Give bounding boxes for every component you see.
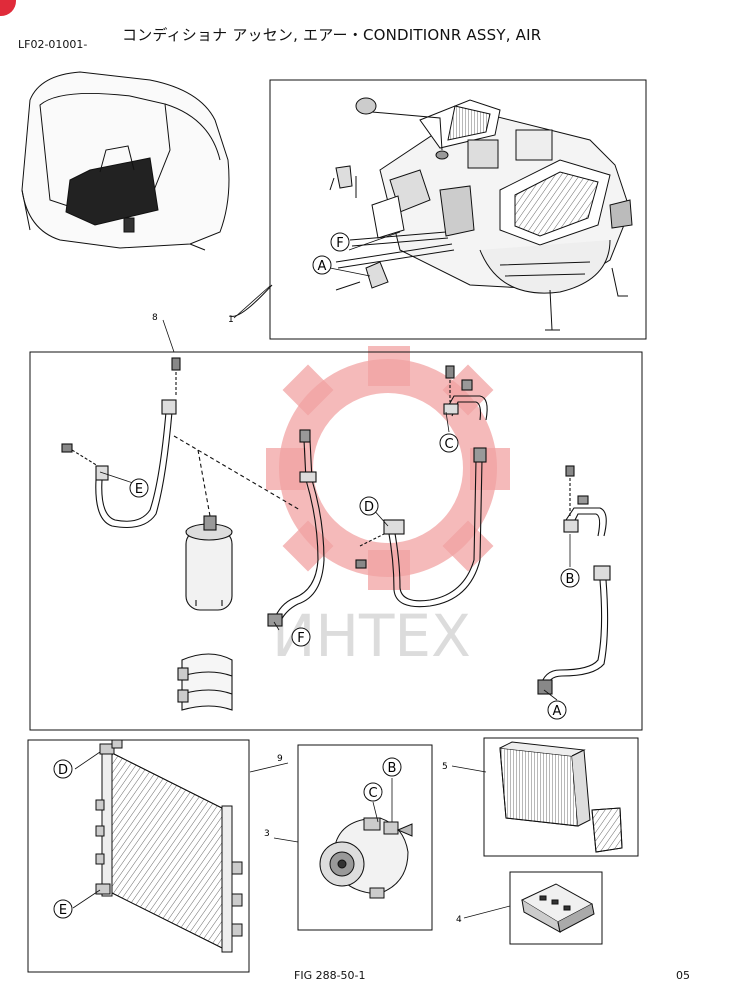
- marker-f-hose: F: [291, 627, 311, 647]
- marker-a-top: A: [312, 255, 332, 275]
- marker-d-hose: D: [359, 496, 379, 516]
- ac-control-unit: [520, 883, 595, 933]
- control-panel-box: [509, 871, 603, 945]
- connection-markers: F A E C D B F A D E B C: [53, 232, 580, 919]
- page-number: 05: [676, 969, 690, 982]
- drier-bracket: [177, 653, 233, 711]
- evaporator-core-panel: [483, 737, 639, 857]
- svg-text:A: A: [318, 259, 327, 274]
- pipe-c: [445, 395, 488, 421]
- page-title: コンディショナ アッセン, エアー・CONDITIONR ASSY, AIR: [122, 26, 542, 44]
- callout-8: 8: [152, 313, 158, 323]
- svg-text:D: D: [364, 500, 374, 515]
- svg-text:E: E: [59, 903, 67, 918]
- evaporator-unit: [229, 97, 633, 331]
- watermark: ИНТЕХ: [266, 346, 510, 670]
- pipe-b: [565, 507, 607, 537]
- svg-text:C: C: [368, 786, 377, 801]
- hose-d: [387, 459, 483, 608]
- marker-c-compressor: C: [363, 782, 383, 802]
- marker-e-condenser: E: [53, 899, 73, 919]
- evaporator-panel: [229, 79, 647, 340]
- marker-d-condenser: D: [53, 759, 73, 779]
- hose-panel: [29, 351, 643, 731]
- svg-text:F: F: [297, 631, 304, 646]
- machine-overview-illustration: [21, 71, 230, 251]
- receiver-drier: [185, 515, 233, 611]
- svg-text:E: E: [135, 482, 143, 497]
- condenser-panel: [27, 739, 250, 973]
- compressor-panel: [297, 744, 433, 931]
- marker-b-hose: B: [560, 568, 580, 588]
- svg-text:C: C: [444, 437, 453, 452]
- marker-f-top: F: [330, 232, 350, 252]
- svg-text:A: A: [553, 704, 562, 719]
- callout-1: 1: [228, 315, 234, 325]
- marker-a-hose: A: [547, 700, 567, 720]
- marker-b-compressor: B: [382, 757, 402, 777]
- svg-text:B: B: [566, 572, 575, 587]
- marker-e-hose: E: [129, 478, 149, 498]
- svg-text:F: F: [336, 236, 343, 251]
- marker-c-hose: C: [439, 433, 459, 453]
- svg-text:D: D: [58, 763, 68, 778]
- callout-9: 9: [277, 754, 283, 764]
- callout-4: 4: [456, 915, 462, 925]
- hose-f: [273, 439, 319, 621]
- callout-3: 3: [264, 829, 270, 839]
- hose-a: [539, 579, 603, 689]
- callout-5: 5: [442, 762, 448, 772]
- condenser: [95, 739, 243, 953]
- evaporator-core: [499, 741, 623, 853]
- hose-e: [101, 411, 167, 522]
- part-code: LF02-01001-: [18, 38, 88, 51]
- svg-text:B: B: [388, 761, 397, 776]
- compressor: [319, 817, 413, 899]
- figure-number: FIG 288-50-1: [294, 969, 366, 982]
